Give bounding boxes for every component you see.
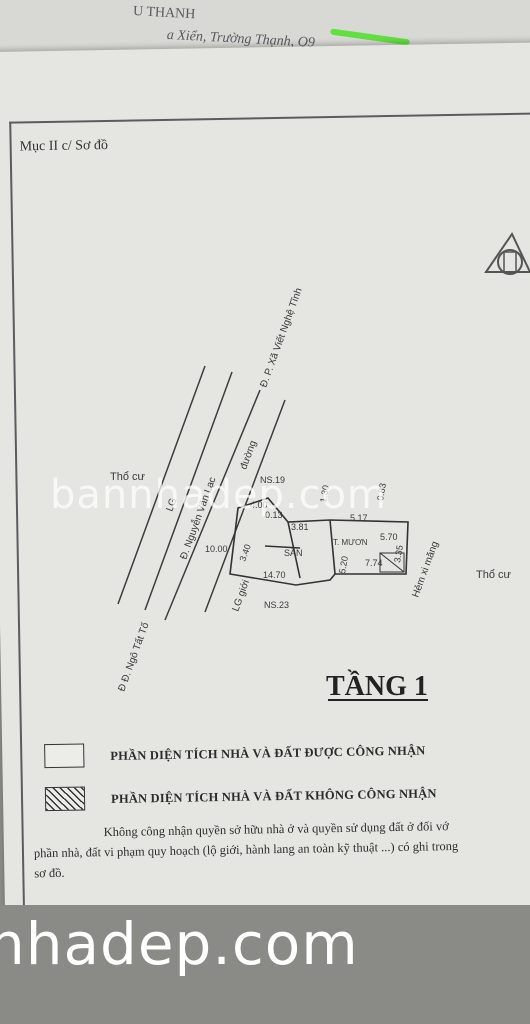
- dim-label: 14.70: [263, 570, 286, 580]
- dim-label: 3.35: [392, 544, 405, 563]
- road-label-bottom: Đ Đ. Ngô Tất Tố: [116, 620, 152, 693]
- dim-label: 0.13: [265, 510, 283, 520]
- road-label-top: Đ. P. Xã Viết Nghệ Tĩnh: [258, 286, 305, 389]
- road-word-lg: LG: [164, 497, 179, 514]
- area-right-label: Thổ cư: [476, 569, 512, 581]
- dim-label: 5.70: [380, 532, 398, 542]
- dim-label: 1.30: [318, 484, 331, 503]
- dim-label: 4.00: [250, 500, 268, 510]
- road-setback-label: LG giới: [230, 579, 252, 613]
- t-muon-label: T. MƯƠN: [333, 538, 368, 547]
- floor-title: TẦNG 1: [326, 670, 428, 702]
- area-left-label: Thổ cư: [110, 471, 146, 483]
- neighbor-top-label: NS.19: [260, 475, 285, 485]
- dim-label: 3.40: [237, 543, 252, 563]
- dim-label: 5.20: [337, 555, 350, 574]
- seal-logo: [484, 231, 530, 275]
- dim-label: 5.17: [350, 513, 368, 523]
- dim-label: 3.81: [291, 522, 309, 532]
- dim-label: 0.83: [375, 482, 388, 501]
- neighbor-bottom-label: NS.23: [264, 600, 289, 610]
- dim-label: 7.74: [365, 558, 383, 568]
- lot-outline: [229, 497, 409, 586]
- dim-label: 10.00: [205, 544, 228, 554]
- watermark-text: bannhadep.com: [50, 472, 388, 518]
- bottom-band: [0, 905, 530, 1024]
- road-lines: [117, 365, 286, 621]
- road-word-duong: đường: [238, 439, 259, 471]
- yard-label: SÂN: [284, 548, 303, 558]
- bottom-watermark: nhadep.com: [0, 910, 359, 978]
- alley-label: Hẻm xi măng: [410, 540, 440, 599]
